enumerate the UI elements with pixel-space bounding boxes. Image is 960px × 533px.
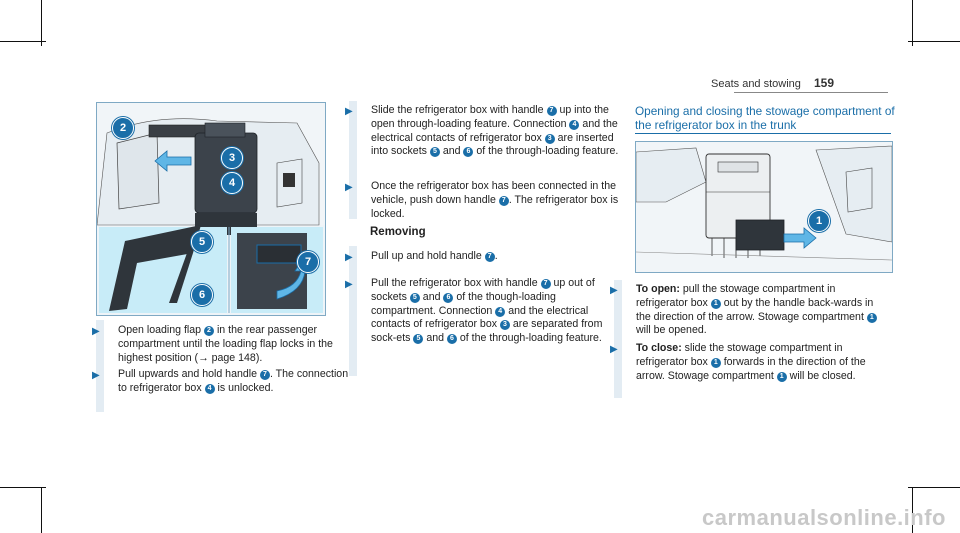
instruction-step: ▶ Pull the refrigerator box with handle 7… bbox=[345, 277, 621, 346]
crop-mark bbox=[41, 487, 42, 533]
callout-ref: 6 bbox=[463, 147, 474, 158]
step-text: will be opened. bbox=[636, 324, 707, 337]
step-arrow-icon: ▶ bbox=[345, 252, 353, 263]
callout-ref: 6 bbox=[443, 292, 454, 303]
step-text: and bbox=[439, 145, 464, 158]
step-text: slide the stowage compartment in refrige… bbox=[636, 342, 843, 368]
step-text: Open loading flap bbox=[118, 324, 204, 336]
callout-ref: 6 bbox=[446, 334, 457, 345]
figure-stowage-compartment bbox=[635, 141, 893, 273]
callout-ref: 1 bbox=[866, 312, 877, 323]
step-text: in the rear passenger compartment until … bbox=[118, 324, 333, 364]
instruction-step: ▶Slide the refrigerator box with handle … bbox=[345, 104, 621, 159]
step-text: of the through-loading feature. bbox=[456, 332, 602, 345]
step-bar-middle bbox=[349, 101, 357, 219]
step-text: → page 148 bbox=[198, 351, 256, 364]
step-bar-right bbox=[614, 280, 622, 398]
callout-ref: 7 bbox=[484, 252, 495, 262]
callout-ref: 1 bbox=[776, 371, 787, 382]
instruction-step: ▶ Once the refrigerator box has been conn… bbox=[345, 180, 621, 221]
step-arrow-icon: ▶ bbox=[92, 326, 100, 337]
crop-mark bbox=[912, 0, 913, 46]
step-text: and the electrical contacts of refrigera… bbox=[371, 304, 589, 331]
removing-heading: Removing bbox=[370, 226, 426, 238]
callout-5: 5 bbox=[191, 231, 213, 253]
page-number: 159 bbox=[813, 76, 834, 90]
step-text: up out of sockets bbox=[371, 277, 595, 303]
step-text: and bbox=[419, 290, 444, 303]
instruction-step: ▶ Pull up and hold handle 7. bbox=[345, 250, 621, 264]
callout-ref: 3 bbox=[499, 320, 510, 331]
callout-ref: 5 bbox=[429, 147, 440, 158]
step-text: will be closed. bbox=[786, 369, 856, 382]
step-arrow-icon: ▶ bbox=[92, 370, 100, 381]
callout-7: 7 bbox=[297, 251, 319, 273]
step-arrow-icon: ▶ bbox=[610, 285, 618, 296]
step-text: Slide the refrigerator box with handle bbox=[371, 104, 547, 116]
step-arrow-icon: ▶ bbox=[345, 182, 353, 193]
step-bar-left bbox=[96, 320, 104, 412]
step-text: up into the open through-loading feature… bbox=[371, 104, 609, 130]
step-text: and bbox=[423, 332, 447, 345]
callout-4: 4 bbox=[221, 172, 243, 194]
step-text: is unlocked. bbox=[214, 381, 274, 394]
step-text: Once the refrigerator box has been conne… bbox=[371, 180, 616, 206]
title-rule bbox=[635, 133, 891, 134]
callout-ref: 1 bbox=[710, 357, 721, 368]
callout-ref: 7 bbox=[540, 279, 551, 289]
crop-mark bbox=[908, 41, 960, 42]
step-text: Pull up and hold handle bbox=[371, 250, 485, 262]
callout-3: 3 bbox=[221, 147, 243, 169]
crop-mark bbox=[0, 41, 46, 42]
step-arrow-icon: ▶ bbox=[345, 279, 353, 290]
instruction-step: ▶ To close: slide the stowage compartment… bbox=[610, 342, 886, 383]
callout-6: 6 bbox=[191, 284, 213, 306]
callout-ref: 1 bbox=[710, 298, 721, 309]
header-rule bbox=[734, 92, 888, 93]
instruction-step: ▶ Pull upwards and hold handle 7. The con… bbox=[92, 368, 354, 396]
step-bar-middle-removing bbox=[349, 246, 357, 376]
step-text: . The connection to refrigerator box bbox=[118, 368, 349, 394]
section-title: Opening and closing the stowage compartm… bbox=[635, 104, 895, 132]
step-arrow-icon: ▶ bbox=[345, 106, 353, 117]
crop-mark bbox=[0, 487, 46, 488]
callout-ref: 4 bbox=[569, 119, 580, 130]
step-text: forwards in the direction of the arrow. … bbox=[636, 355, 866, 382]
step-label: To close: bbox=[636, 342, 682, 354]
callout-ref: 7 bbox=[498, 195, 509, 206]
step-text: . bbox=[494, 250, 498, 262]
callout-ref: 5 bbox=[409, 292, 420, 303]
callout-ref: 2 bbox=[204, 326, 214, 336]
running-header: Seats and stowing 159 bbox=[711, 76, 834, 90]
step-label: To open: bbox=[636, 283, 680, 295]
step-text: of the through-loading feature. bbox=[473, 145, 619, 158]
callout-ref: 4 bbox=[495, 306, 506, 317]
watermark: carmanualsonline.info bbox=[702, 505, 946, 530]
step-arrow-icon: ▶ bbox=[610, 344, 618, 355]
step-text: and the electrical contacts of refrigera… bbox=[371, 117, 618, 144]
step-text: Pull the refrigerator box with handle bbox=[371, 277, 541, 289]
callout-ref: 7 bbox=[546, 106, 557, 116]
step-text: are inserted into sockets bbox=[371, 131, 614, 158]
callout-ref: 7 bbox=[259, 370, 270, 380]
step-text: out by the handle back-wards in the dire… bbox=[636, 296, 874, 323]
callout-ref: 4 bbox=[204, 383, 215, 394]
instruction-step: ▶ Open loading flap 2 in the rear passeng… bbox=[92, 324, 354, 365]
crop-mark bbox=[41, 0, 42, 46]
step-text: are separated from sock-ets bbox=[371, 318, 603, 345]
step-text: Pull upwards and hold handle bbox=[118, 368, 260, 380]
step-text: pull the stowage compartment in refriger… bbox=[636, 283, 836, 309]
callout-1: 1 bbox=[808, 210, 830, 232]
step-text: ). bbox=[255, 351, 263, 364]
instruction-step: ▶ To open: pull the stowage compartment i… bbox=[610, 283, 886, 338]
callout-2: 2 bbox=[112, 117, 134, 139]
section-name: Seats and stowing bbox=[711, 78, 801, 90]
step-text: . The refrigerator box is locked. bbox=[371, 193, 619, 220]
callout-ref: 3 bbox=[544, 133, 555, 144]
crop-mark bbox=[908, 487, 960, 488]
step-text: of the though-loading compartment. Conne… bbox=[371, 290, 556, 317]
callout-ref: 5 bbox=[413, 334, 424, 345]
crop-mark bbox=[912, 487, 913, 533]
